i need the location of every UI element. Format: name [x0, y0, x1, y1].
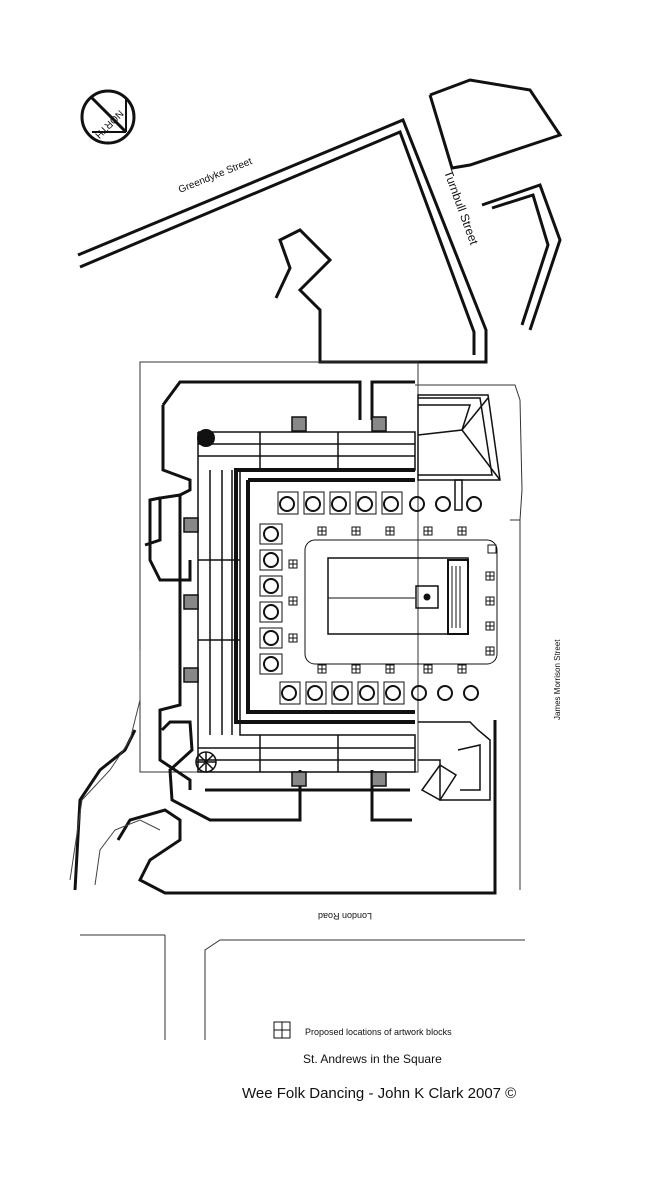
paved-walkway: [197, 431, 416, 773]
compass-label: NORTH: [92, 107, 125, 140]
greendyke-street-label: Greendyke Street: [177, 156, 254, 196]
tree: [383, 496, 399, 512]
tree: [385, 685, 401, 701]
tree: [307, 685, 323, 701]
tree: [409, 496, 425, 512]
tree: [411, 685, 427, 701]
credit-line: Wee Folk Dancing - John K Clark 2007 ©: [242, 1085, 517, 1102]
tree: [279, 496, 295, 512]
north-block-outline: [161, 228, 415, 420]
artwork-block: [183, 667, 199, 683]
artwork-block: [371, 416, 387, 432]
tree-circles: [263, 496, 482, 701]
tree: [466, 496, 482, 512]
tree: [435, 496, 451, 512]
inner-wall: [234, 468, 415, 724]
site-boundary: [80, 361, 525, 1040]
southeast-building: [418, 721, 491, 801]
artwork-location-markers: [288, 526, 495, 674]
turnbull-street-road: [428, 78, 563, 331]
square-walkway-outline: [73, 405, 497, 895]
artwork-block: [183, 517, 199, 533]
southwest-road: [69, 650, 161, 886]
legend-artwork-icon: [273, 1021, 291, 1039]
tree: [359, 685, 375, 701]
corner-rosette-north: [197, 429, 215, 447]
james-morrison-street-label: James Morrison Street: [553, 639, 562, 720]
tree: [263, 578, 279, 594]
tree: [263, 604, 279, 620]
artwork-block: [291, 416, 307, 432]
legend-text: Proposed locations of artwork blocks: [305, 1027, 452, 1037]
site-title: St. Andrews in the Square: [303, 1052, 442, 1066]
artwork-block: [183, 594, 199, 610]
tree: [357, 496, 373, 512]
greendyke-street-road: [77, 118, 488, 364]
corner-rosette-south: [195, 751, 217, 773]
tree: [263, 656, 279, 672]
tree: [333, 685, 349, 701]
artwork-block: [371, 771, 387, 787]
north-compass: NORTH: [80, 89, 136, 145]
tree: [263, 552, 279, 568]
northeast-building: [417, 394, 501, 511]
tree: [263, 630, 279, 646]
london-road-label: London Road: [318, 911, 372, 921]
tree: [331, 496, 347, 512]
tree: [263, 526, 279, 542]
artwork-block: [291, 771, 307, 787]
tree: [305, 496, 321, 512]
artwork-blocks: [183, 416, 387, 787]
tree-bays: [259, 491, 405, 705]
tree: [437, 685, 453, 701]
tree: [281, 685, 297, 701]
central-square: [304, 539, 498, 665]
tree: [463, 685, 479, 701]
